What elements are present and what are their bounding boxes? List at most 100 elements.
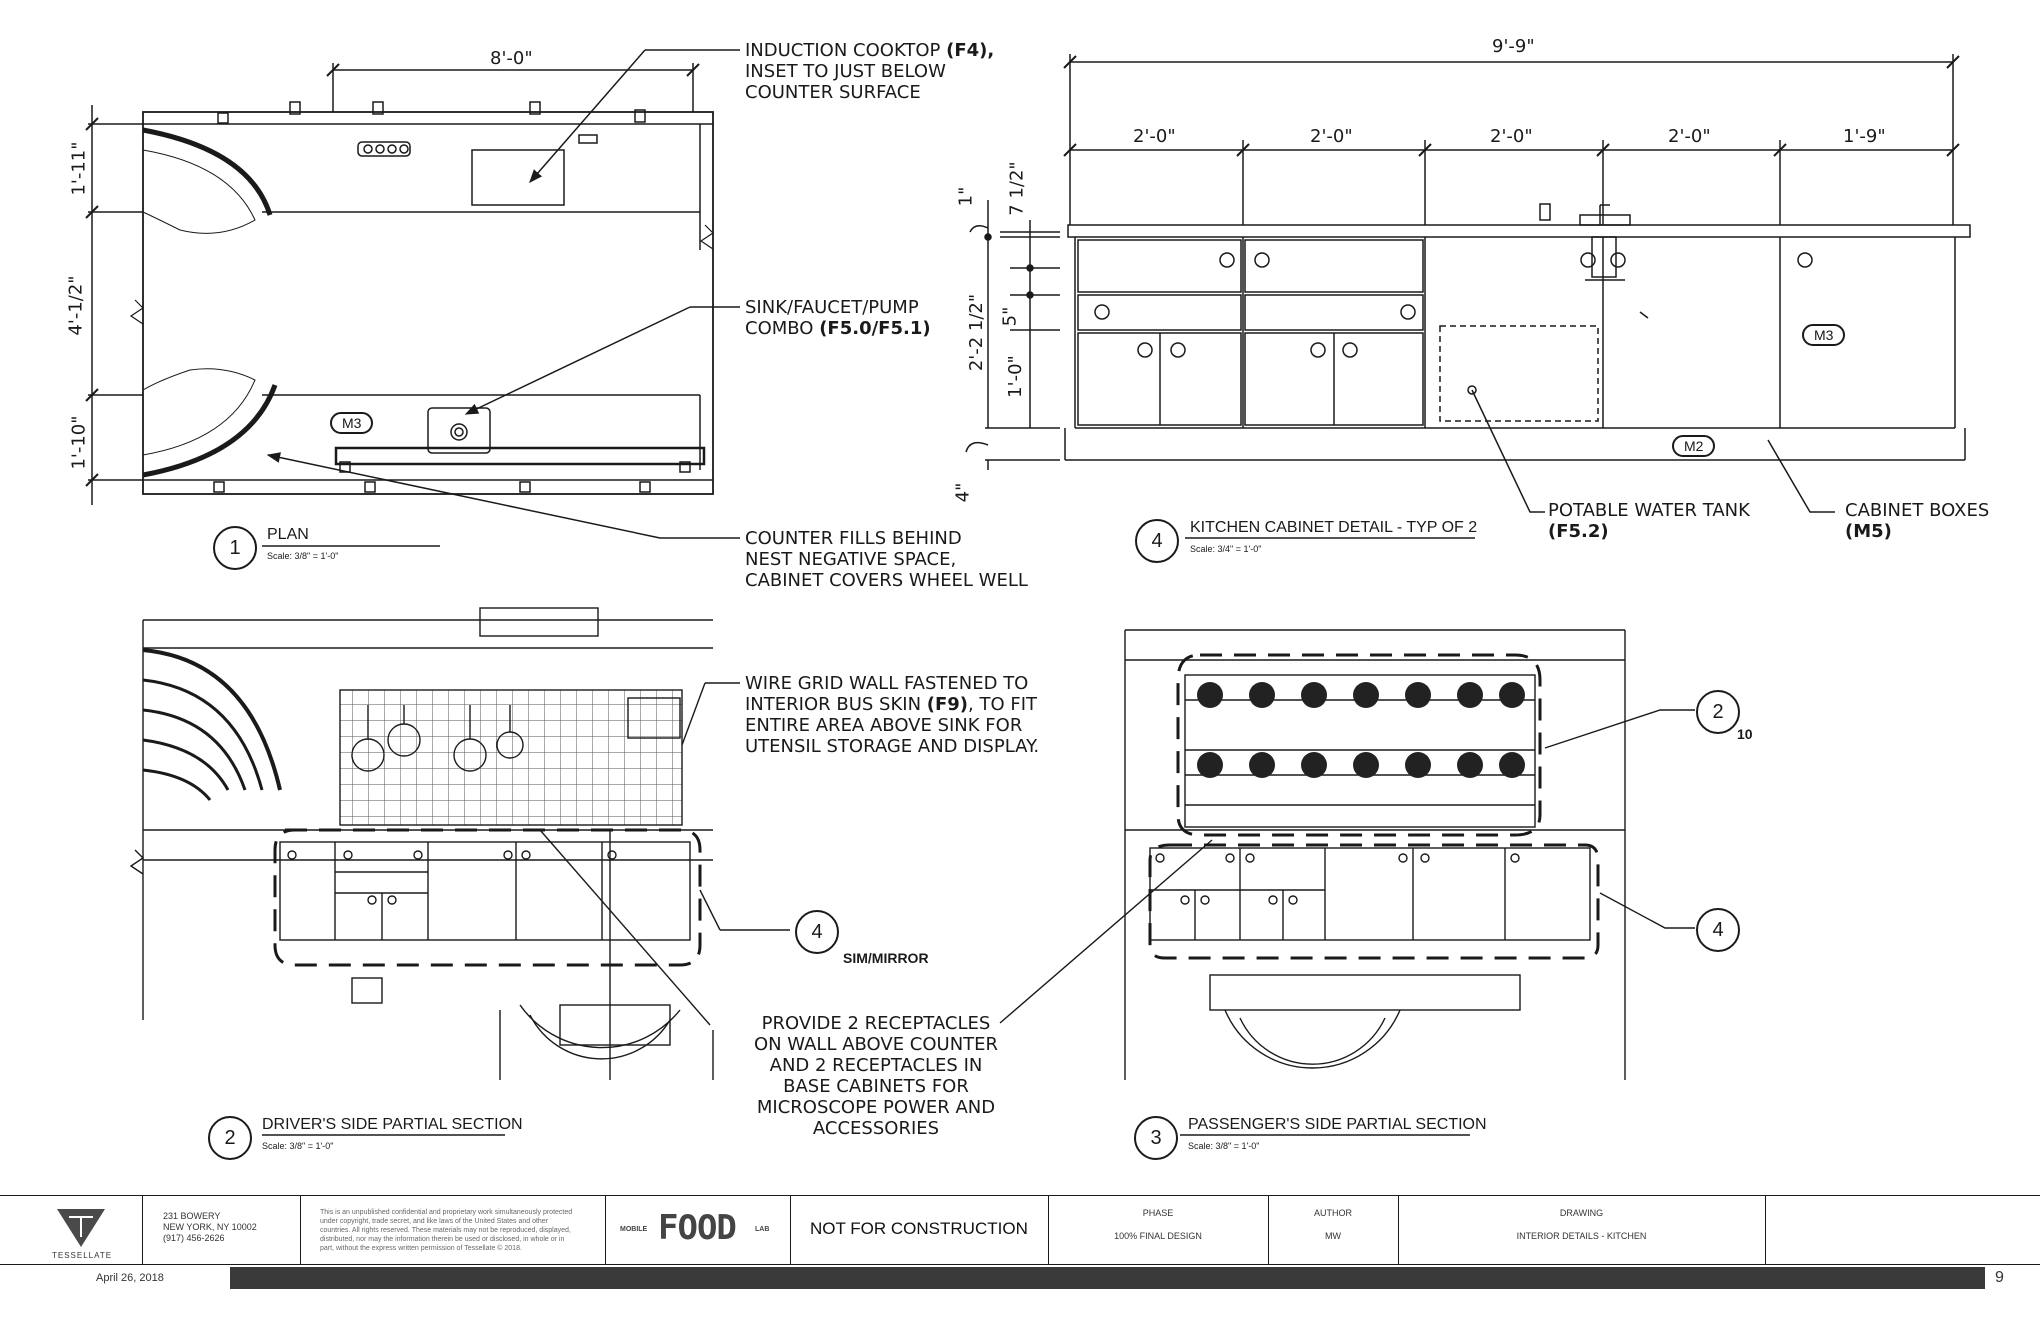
cab-dim-7-1-2: 7 1/2" bbox=[1006, 161, 1028, 216]
passenger-ref-bubble-a: 2 bbox=[1696, 690, 1740, 734]
author-value: MW bbox=[1325, 1231, 1341, 1241]
note-counter-l3: CABINET COVERS WHEEL WELL bbox=[745, 570, 1028, 591]
passenger-view-scale: Scale: 3/8" = 1'-0" bbox=[1188, 1141, 1260, 1151]
passenger-ref-bubble-b: 4 bbox=[1696, 908, 1740, 952]
plan-dim-top: 8'-0" bbox=[490, 48, 533, 69]
address-line1: 231 BOWERY bbox=[163, 1211, 221, 1221]
note-tank: POTABLE WATER TANK (F5.2) bbox=[1548, 500, 1750, 542]
legal-l4: distributed, nor may the information the… bbox=[320, 1236, 565, 1243]
issue-date: April 26, 2018 bbox=[96, 1272, 164, 1284]
note-counter-l2: NEST NEGATIVE SPACE, bbox=[745, 549, 957, 570]
drawing-value: INTERIOR DETAILS - KITCHEN bbox=[1516, 1231, 1647, 1241]
plan-dim-left-mid: 4'-1/2" bbox=[65, 275, 87, 336]
passenger-section-view bbox=[999, 629, 1695, 1136]
cab-dim-1in: 1" bbox=[955, 186, 977, 207]
tb-div-1 bbox=[142, 1195, 143, 1265]
note-counter-l1: COUNTER FILLS BEHIND bbox=[745, 528, 962, 549]
passenger-ref-bubble-a-sheet: 10 bbox=[1737, 726, 1753, 742]
note-wire-l4: UTENSIL STORAGE AND DISPLAY. bbox=[745, 736, 1040, 757]
title-block: TESSELLATE 231 BOWERY NEW YORK, NY 10002… bbox=[0, 1195, 2040, 1320]
cab-view-scale: Scale: 3/4" = 1'-0" bbox=[1190, 544, 1262, 554]
phase-label: PHASE bbox=[1142, 1208, 1174, 1218]
logo-mobile-text: MOBILE bbox=[620, 1226, 648, 1233]
drawing-linework bbox=[85, 49, 1971, 1136]
note-recept-l5: MICROSCOPE POWER AND bbox=[756, 1097, 996, 1118]
cab-dim-seg5: 1'-9" bbox=[1843, 126, 1886, 147]
note-recept-l2: ON WALL ABOVE COUNTER bbox=[753, 1034, 999, 1055]
note-sink-ref: (F5.0/F5.1) bbox=[819, 318, 931, 339]
logo-lab-text: LAB bbox=[755, 1226, 770, 1233]
tb-div-3 bbox=[605, 1195, 606, 1265]
address-line3: (917) 456-2626 bbox=[163, 1233, 225, 1243]
legal-l1: This is an unpublished confidential and … bbox=[320, 1209, 573, 1216]
plan-view-scale: Scale: 3/8" = 1'-0" bbox=[267, 551, 339, 561]
legal-l2: under copyright, trade secret, and like … bbox=[320, 1218, 549, 1225]
note-recept-l1: PROVIDE 2 RECEPTACLES bbox=[761, 1013, 991, 1034]
note-receptacles: PROVIDE 2 RECEPTACLES ON WALL ABOVE COUN… bbox=[752, 1013, 1000, 1139]
note-sink: SINK/FAUCET/PUMP COMBO (F5.0/F5.1) bbox=[745, 297, 931, 339]
driver-ref-bubble: 4 bbox=[795, 910, 839, 954]
cab-tag-m3: M3 bbox=[1802, 324, 1846, 346]
driver-ref-note: SIM/MIRROR bbox=[843, 950, 929, 966]
note-sink-l1: SINK/FAUCET/PUMP bbox=[745, 297, 919, 318]
plan-view-number: 1 bbox=[213, 526, 257, 570]
drawing-label: DRAWING bbox=[1559, 1208, 1604, 1218]
plan-view-title: PLAN bbox=[267, 526, 309, 543]
cab-dim-4in: 4" bbox=[952, 482, 974, 503]
note-wire-grid: WIRE GRID WALL FASTENED TO INTERIOR BUS … bbox=[745, 673, 1039, 757]
driver-section-view bbox=[129, 607, 790, 1136]
status-text: NOT FOR CONSTRUCTION bbox=[810, 1219, 1028, 1238]
note-wire-l2: INTERIOR BUS SKIN bbox=[745, 694, 927, 715]
legal-l3: countries. All rights reserved. These ma… bbox=[320, 1227, 571, 1234]
tb-div-5 bbox=[1048, 1195, 1049, 1265]
note-sink-l2: COMBO bbox=[745, 318, 820, 339]
note-wire-l3: ENTIRE AREA ABOVE SINK FOR bbox=[745, 715, 1023, 736]
cab-dim-seg2: 2'-0" bbox=[1310, 126, 1353, 147]
cab-dim-5in: 5" bbox=[999, 306, 1021, 327]
cab-view-number: 4 bbox=[1135, 519, 1179, 563]
tb-bottom-rule bbox=[0, 1264, 2040, 1265]
cab-dim-2-2-1-2: 2'-2 1/2" bbox=[966, 293, 988, 372]
firm-address: 231 BOWERY NEW YORK, NY 10002 (917) 456-… bbox=[163, 1211, 257, 1244]
cab-dim-seg4: 2'-0" bbox=[1668, 126, 1711, 147]
cab-view-title: KITCHEN CABINET DETAIL - TYP OF 2 bbox=[1190, 519, 1478, 536]
note-induction: INDUCTION COOKTOP (F4), INSET TO JUST BE… bbox=[745, 40, 994, 103]
note-induction-l2: INSET TO JUST BELOW bbox=[745, 61, 946, 82]
plan-dim-left-bottom: 1'-10" bbox=[68, 415, 90, 470]
tb-top-rule bbox=[0, 1195, 2040, 1196]
cab-dim-seg1: 2'-0" bbox=[1133, 126, 1176, 147]
logo-food-text: FOOD bbox=[658, 1208, 737, 1248]
tb-div-2 bbox=[300, 1195, 301, 1265]
driver-view-scale: Scale: 3/8" = 1'-0" bbox=[262, 1141, 334, 1151]
legal-notice: This is an unpublished confidential and … bbox=[320, 1208, 600, 1253]
address-line2: NEW YORK, NY 10002 bbox=[163, 1222, 257, 1232]
note-boxes-l1: CABINET BOXES bbox=[1845, 500, 1990, 521]
note-induction-l3: COUNTER SURFACE bbox=[745, 82, 921, 103]
tb-div-7 bbox=[1398, 1195, 1399, 1265]
cabinet-detail-view bbox=[965, 54, 1971, 539]
note-wire-ref: (F9) bbox=[926, 694, 969, 715]
page-number: 9 bbox=[1995, 1269, 2004, 1286]
plant-grid bbox=[1197, 682, 1525, 778]
legal-l5: part, without the express written permis… bbox=[320, 1245, 522, 1252]
note-induction-ref: (F4) bbox=[946, 40, 988, 61]
tb-div-6 bbox=[1268, 1195, 1269, 1265]
note-recept-l4: BASE CABINETS FOR bbox=[783, 1076, 969, 1097]
cab-dim-1-0: 1'-0" bbox=[1004, 355, 1026, 398]
passenger-view-number: 3 bbox=[1134, 1116, 1178, 1160]
note-wire-l1: WIRE GRID WALL FASTENED TO bbox=[745, 673, 1029, 694]
driver-view-number: 2 bbox=[208, 1116, 252, 1160]
tb-div-8 bbox=[1765, 1195, 1766, 1265]
note-recept-l6: ACCESSORIES bbox=[812, 1118, 940, 1139]
note-tank-l1: POTABLE WATER TANK bbox=[1548, 500, 1750, 521]
note-counter: COUNTER FILLS BEHIND NEST NEGATIVE SPACE… bbox=[745, 528, 1028, 591]
note-recept-l3: AND 2 RECEPTACLES IN bbox=[769, 1055, 983, 1076]
phase-value: 100% FINAL DESIGN bbox=[1114, 1231, 1202, 1241]
tessellate-logo-icon bbox=[57, 1209, 105, 1247]
author-label: AUTHOR bbox=[1314, 1208, 1352, 1218]
cab-dim-overall: 9'-9" bbox=[1492, 36, 1535, 57]
passenger-view-title: PASSENGER'S SIDE PARTIAL SECTION bbox=[1188, 1116, 1487, 1133]
note-tank-ref: (F5.2) bbox=[1548, 521, 1609, 542]
sheet-bar bbox=[230, 1267, 1985, 1289]
